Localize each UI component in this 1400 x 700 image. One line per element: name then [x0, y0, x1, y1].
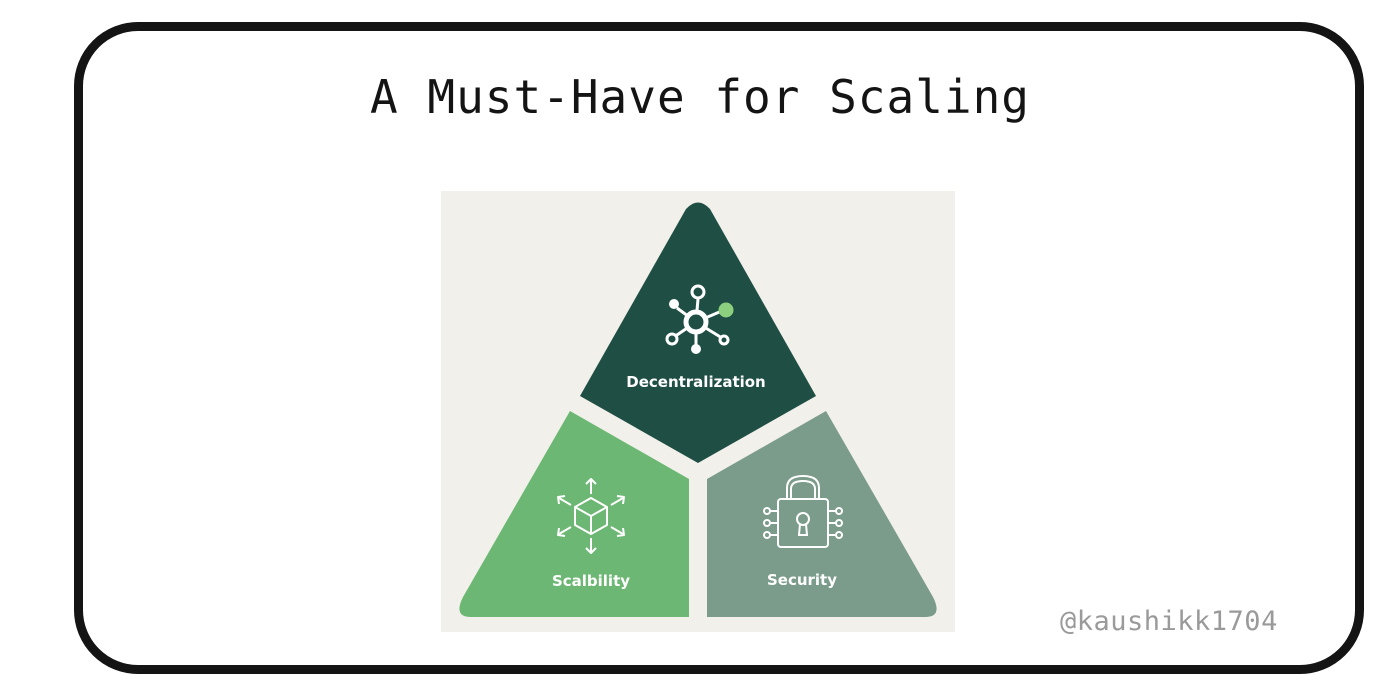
page-title: A Must-Have for Scaling: [370, 70, 1030, 124]
scalability-label: Scalbility: [552, 572, 630, 590]
trilemma-diagram: Decentralization Scalbility Security: [441, 191, 955, 632]
security-segment: [707, 411, 937, 617]
padlock-circuit-icon: [763, 474, 843, 548]
expanding-cube-icon: [557, 478, 625, 554]
decentralization-label: Decentralization: [626, 373, 766, 391]
security-label: Security: [767, 571, 837, 589]
trilemma-svg: Decentralization Scalbility Security: [459, 202, 937, 617]
author-handle: @kaushikk1704: [1060, 606, 1278, 637]
network-hub-icon: [665, 284, 734, 354]
